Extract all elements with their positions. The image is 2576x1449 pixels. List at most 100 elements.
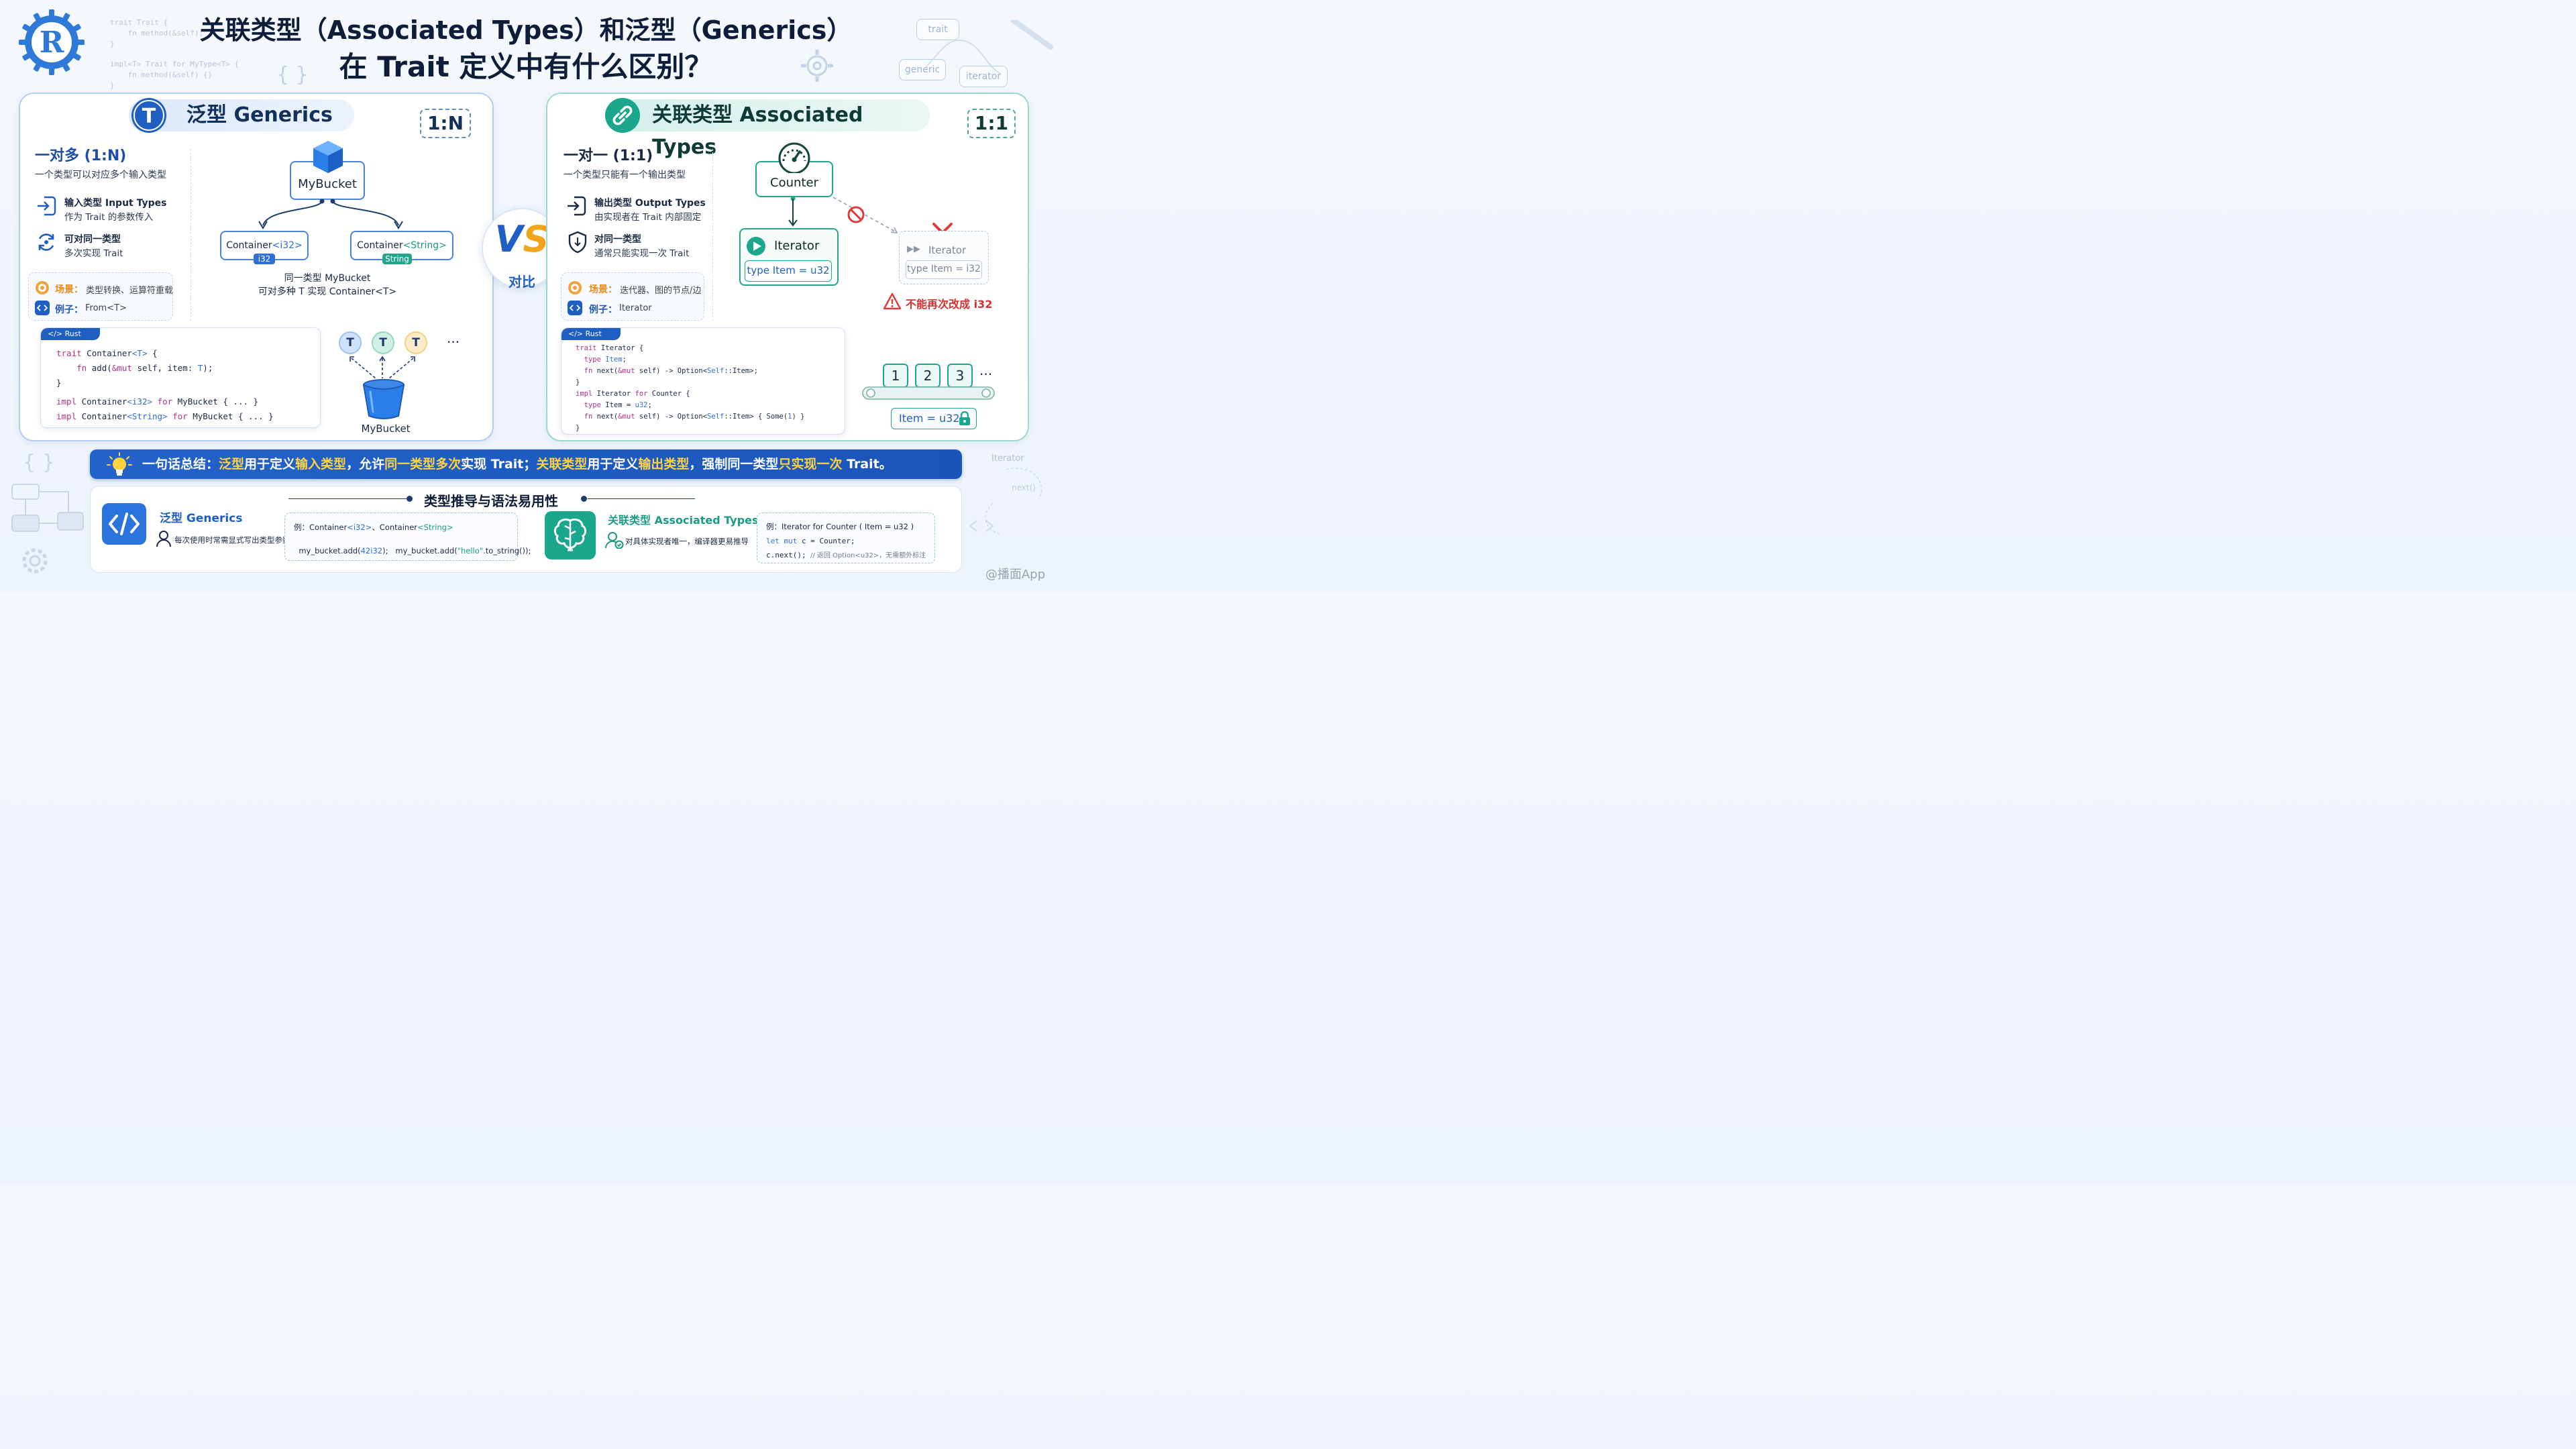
- summary-input-type: 输入类型: [295, 457, 347, 472]
- side-flow-deco: [11, 484, 84, 574]
- bucket-arrows: [350, 356, 415, 379]
- badge-string: String: [382, 254, 412, 264]
- gen-ex2-a: my_bucket.add(: [299, 546, 361, 555]
- summary-p6: 实现 Trait；: [461, 457, 537, 472]
- generics-code: trait Container<T> { fn add(&mut self, i…: [56, 348, 274, 421]
- assoc-code-card: </> Rust: [561, 327, 845, 435]
- counter-to-iterator-arrow: [788, 196, 798, 227]
- assoc-ex-code: c.next();: [766, 551, 806, 559]
- cube-icon: [313, 141, 343, 173]
- generics-heading: 一对多 (1:N): [35, 148, 127, 164]
- summary-assoc: 关联类型: [536, 457, 588, 472]
- assoc-ex-comment: // 返回 Option<u32>，无需额外标注: [806, 552, 926, 559]
- t-ellipsis: ···: [447, 334, 460, 350]
- assoc-feature2-desc: 通常只能实现一次 Trait: [594, 248, 690, 259]
- container-i32-type: <i32>: [272, 240, 303, 251]
- summary-p12: Trait。: [842, 457, 892, 472]
- t-circle-green: T: [372, 331, 394, 354]
- summary-generics: 泛型: [219, 457, 245, 472]
- summary-output-type: 输出类型: [638, 457, 690, 472]
- gen-ex2-d: "hello": [457, 546, 484, 555]
- counter-label: Counter: [770, 176, 818, 190]
- summary-text: 一句话总结：泛型用于定义输入类型，允许同一类型多次实现 Trait；关联类型用于…: [142, 449, 892, 479]
- vs-label: 对比: [508, 274, 535, 290]
- deco-tag-trait: trait: [916, 19, 959, 40]
- link-chain-icon: [605, 98, 640, 133]
- inference-generics-desc: 每次使用时常需显式写出类型参数: [174, 535, 290, 545]
- warning-text: 不能再次改成 i32: [906, 298, 993, 311]
- item-u32-label: Item = u32: [899, 412, 960, 425]
- generics-example-text: From<T>: [85, 303, 127, 313]
- seq-item-1: 1: [883, 364, 908, 388]
- bucket-label: MyBucket: [361, 423, 411, 435]
- lock-icon: [959, 411, 970, 425]
- code-icon: [35, 301, 50, 315]
- summary-once: 只实现一次: [778, 457, 843, 472]
- assoc-scene-label: 场景：: [589, 284, 617, 295]
- generics-scene-label: 场景：: [55, 284, 83, 295]
- deco-tag-iterator: iterator: [959, 66, 1008, 87]
- side-arc-deco: [969, 468, 1042, 535]
- generics-feature2-desc: 多次实现 Trait: [64, 248, 123, 259]
- bg-code-impl: impl<T> Trait for MyType<T> { fn method(…: [110, 60, 239, 90]
- generics-code-card: </> Rust: [40, 327, 321, 428]
- inference-assoc-title: 关联类型 Associated Types: [608, 514, 759, 527]
- fast-forward-icon: ▶▶: [907, 244, 920, 254]
- assoc-heading: 一对一 (1:1): [564, 148, 653, 164]
- assoc-example-text: Iterator: [619, 303, 652, 313]
- summary-lead: 一句话总结：: [142, 457, 219, 472]
- gen-ex2-e: .to_string());: [483, 546, 531, 555]
- inference-generics-ex2: my_bucket.add(42i32); my_bucket.add("hel…: [294, 537, 531, 555]
- assoc-ex-kw: let mut: [766, 537, 798, 545]
- badge-i32: i32: [254, 254, 275, 264]
- deco-lines: [925, 20, 1053, 74]
- gen-ex-label: 例：: [294, 523, 309, 532]
- shield-icon: [568, 231, 587, 254]
- container-string-prefix: Container: [357, 240, 403, 251]
- assoc-scene-text: 迭代器、图的节点/边: [620, 286, 702, 296]
- assoc-feature1-desc: 由实现者在 Trait 内部固定: [594, 212, 702, 223]
- gen-ex-c: 、Container: [372, 523, 418, 532]
- summary-bar: 一句话总结：泛型用于定义输入类型，允许同一类型多次实现 Trait；关联类型用于…: [90, 449, 962, 479]
- inference-assoc-example-box: [757, 513, 935, 564]
- summary-p10: ，强制同一类型: [689, 457, 779, 472]
- rust-tab-assoc: </> Rust: [561, 328, 621, 340]
- summary-p2: 用于定义: [244, 457, 296, 472]
- generics-feature2-title: 可对同一类型: [64, 234, 121, 245]
- warning-icon: [883, 292, 902, 310]
- side-iterator-tag: Iterator: [991, 453, 1024, 464]
- inference-assoc-ex2: let mut c = Counter;: [766, 537, 855, 545]
- inference-title-line-left: [288, 498, 407, 499]
- side-next-tag: next(): [1012, 483, 1036, 492]
- target-icon: [36, 281, 49, 294]
- rust-logo: R: [17, 8, 86, 76]
- generics-caption2: 可对多种 T 实现 Container<T>: [258, 286, 397, 297]
- generics-subtitle: 一个类型可以对应多个输入类型: [35, 170, 166, 180]
- inference-title-line-right: [588, 498, 695, 499]
- gen-ex-d: <String>: [417, 523, 453, 532]
- assoc-feature1-title: 输出类型 Output Types: [594, 198, 706, 209]
- generics-caption1: 同一类型 MyBucket: [284, 273, 371, 284]
- generics-branch-arrows: [258, 199, 403, 229]
- type-item-u32-box: type Item = u32: [745, 260, 832, 282]
- seq-item-3: 3: [947, 364, 973, 388]
- repeat-cycle-icon: [38, 233, 54, 251]
- seq-item-2: 2: [915, 364, 941, 388]
- output-arrow-icon: [568, 196, 586, 216]
- svg-text:T: T: [142, 105, 156, 128]
- generics-feature1-title: 输入类型 Input Types: [64, 198, 167, 209]
- seq-ellipsis: ···: [979, 366, 993, 382]
- generics-example-label: 例子：: [55, 305, 83, 315]
- blocked-dashed-arrow: [833, 197, 898, 234]
- vs-letters: VS: [494, 218, 549, 260]
- generics-title: 泛型 Generics: [186, 103, 333, 127]
- container-string-type: <String>: [402, 240, 447, 251]
- person-check-icon: [605, 532, 624, 549]
- summary-p8: 用于定义: [587, 457, 639, 472]
- generics-scene-box: [28, 272, 173, 321]
- gear-icon: [801, 50, 833, 82]
- gen-ex2-b: 42i32: [360, 546, 383, 555]
- assoc-ratio: 1:1: [967, 109, 1016, 138]
- generics-feature1-desc: 作为 Trait 的参数传入: [64, 212, 154, 223]
- brain-icon: [545, 511, 596, 559]
